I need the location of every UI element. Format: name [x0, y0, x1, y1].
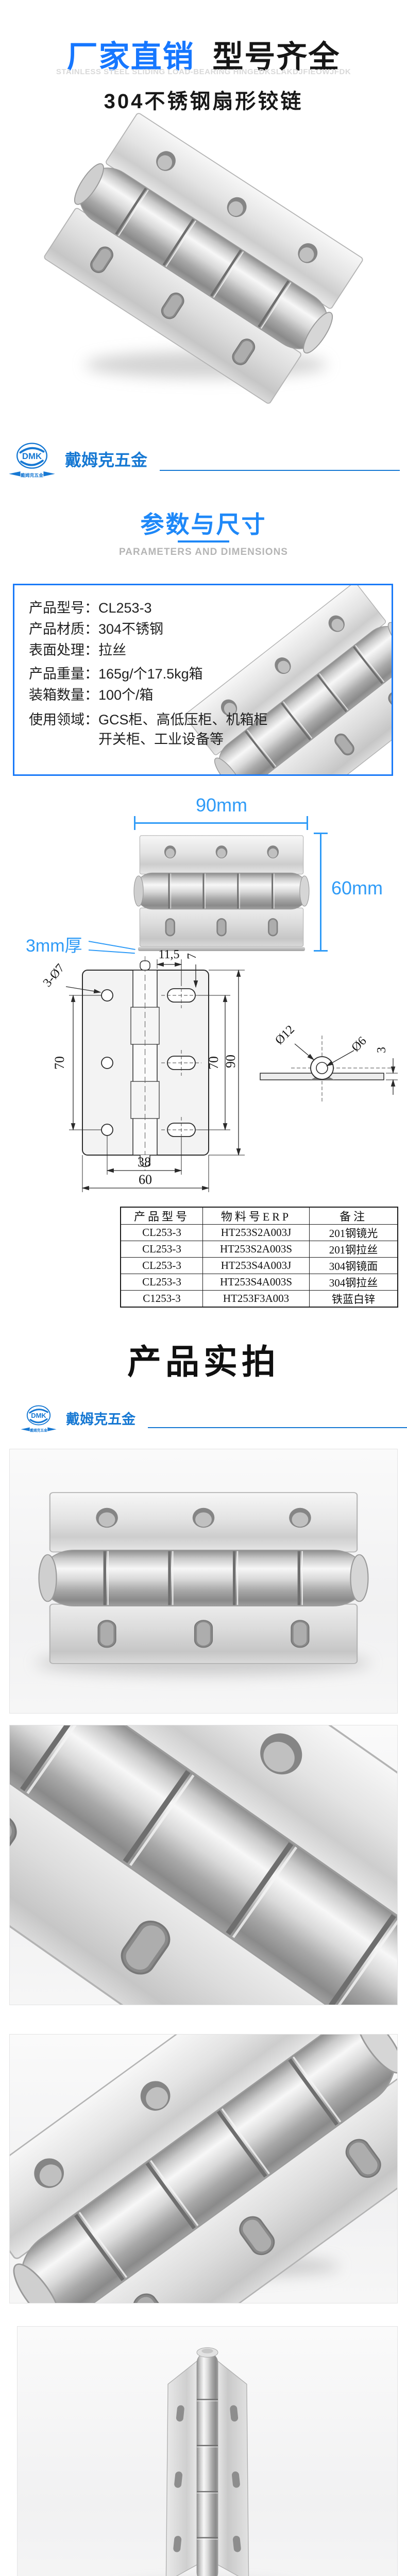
param-applications: 使用领域：GCS柜、高低压柜、机箱柜	[29, 712, 268, 727]
section-heading-parameters: 参数与尺寸	[140, 511, 267, 538]
table-row: C1253-3 HT253F3A003 铁蓝白锌	[120, 1290, 398, 1308]
product-photo-flat	[39, 1488, 368, 1668]
dim-width-line	[135, 822, 308, 824]
dim-right-pitch: 70	[206, 1056, 221, 1070]
product-photo-panel	[9, 2034, 398, 2303]
cell-erp: HT253S2A003J	[202, 1224, 310, 1241]
dim-slot-height: 7	[185, 953, 199, 959]
dmk-logo-icon	[8, 442, 56, 479]
dmk-logo-icon	[20, 1405, 58, 1434]
param-material: 产品材质：304不锈钢	[29, 621, 164, 637]
cell-erp: HT253S2A003S	[202, 1241, 310, 1258]
cell-note: 201钢拉丝	[309, 1241, 398, 1258]
param-applications-cont: 开关柜、工业设备等	[98, 732, 224, 747]
cell-note: 304钢镜面	[309, 1257, 398, 1274]
cell-model: CL253-3	[120, 1257, 203, 1274]
cell-note: 201钢镜光	[309, 1224, 398, 1241]
cell-erp: HT253S4A003S	[202, 1274, 310, 1291]
page-title: 厂家直销 型号齐全	[0, 32, 407, 77]
product-name-title: 304不锈钢扇形铰链	[104, 90, 303, 113]
dim-left-pitch: 70	[52, 1056, 67, 1070]
brand-logo-row: 戴姆克五金	[20, 1399, 407, 1436]
col-note: 备注	[309, 1207, 398, 1225]
dim-height-label: 60mm	[331, 877, 383, 899]
product-photo-folded	[165, 2347, 249, 2576]
parameters-box: 产品型号：CL253-3 产品材质：304不锈钢 表面处理：拉丝 产品重量：16…	[13, 584, 393, 776]
dim-width-label: 90mm	[195, 794, 248, 816]
dim-hole-span: 38	[138, 1155, 151, 1170]
dim-pitch: 11,5	[158, 948, 179, 961]
param-weight: 产品重量：165g/个17.5kg箱	[29, 666, 203, 682]
brand-divider-line	[160, 470, 400, 471]
dimension-lines	[65, 962, 241, 1191]
section-heading-english: PARAMETERS AND DIMENSIONS	[119, 547, 288, 557]
dim-height-line	[320, 834, 321, 952]
product-photo-angled	[9, 2034, 398, 2303]
dim-thickness: 3	[375, 1047, 388, 1053]
brand-name: 戴姆克五金	[66, 1411, 135, 1427]
dim-tick	[314, 950, 328, 952]
title-rest: 型号齐全	[212, 40, 341, 74]
product-photo-panel	[9, 1725, 398, 2005]
brand-name: 戴姆克五金	[65, 451, 148, 469]
brand-logo-row: 戴姆克五金	[7, 439, 400, 479]
section-heading-photos: 产品实拍	[127, 1343, 280, 1381]
cell-erp: HT253S4A003J	[202, 1257, 310, 1274]
cell-model: CL253-3	[120, 1224, 203, 1241]
dim-tick	[314, 833, 328, 834]
title-highlight: 厂家直销	[66, 40, 195, 74]
plate-edge-strip	[138, 947, 305, 951]
table-row: CL253-3 HT253S4A003S 304钢拉丝	[120, 1274, 398, 1291]
dimension-hinge-photo	[133, 835, 310, 947]
table-row: CL253-3 HT253S2A003S 201钢拉丝	[120, 1241, 398, 1258]
col-erp: 物料号ERP	[202, 1207, 310, 1225]
dim-outer-dia: Ø12	[273, 1023, 297, 1047]
subtitle-english: STAINLESS STEEL SLIDING LOAD-BEARING HIN…	[56, 67, 351, 76]
product-photo-closeup	[9, 1725, 398, 2005]
table-row: CL253-3 HT253S4A003J 304钢镜面	[120, 1257, 398, 1274]
cell-model: C1253-3	[120, 1290, 203, 1308]
table-header-row: 产品型号 物料号ERP 备注	[120, 1207, 398, 1225]
table-row: CL253-3 HT253S2A003J 201钢镜光	[120, 1224, 398, 1241]
cell-model: CL253-3	[120, 1274, 203, 1291]
dim-width: 60	[139, 1172, 152, 1187]
product-photo-panel	[9, 1449, 398, 1714]
technical-drawing: 70 70 90 38 60 3-Ø7 11,5 7 Ø12 Ø6 3	[41, 948, 398, 1192]
brand-divider-line	[148, 1427, 407, 1428]
dim-tick	[307, 816, 308, 830]
cell-note: 304钢拉丝	[309, 1274, 398, 1291]
param-packing-qty: 装箱数量：100个/箱	[29, 687, 154, 703]
models-table: 产品型号 物料号ERP 备注 CL253-3 HT253S2A003J 201钢…	[120, 1207, 398, 1308]
cell-erp: HT253F3A003	[202, 1290, 310, 1308]
param-model: 产品型号：CL253-3	[29, 600, 152, 616]
product-photo-panel	[17, 2326, 398, 2576]
col-model: 产品型号	[120, 1207, 203, 1225]
heading-underline-bar	[178, 540, 229, 543]
holes-note: 3-Ø7	[41, 961, 67, 990]
param-finish: 表面处理：拉丝	[29, 642, 126, 658]
cell-note: 铁蓝白锌	[309, 1290, 398, 1308]
dim-thickness-label: 3mm厚	[26, 936, 82, 956]
dim-total-height: 90	[223, 1055, 238, 1068]
dim-tick	[134, 816, 135, 830]
cell-model: CL253-3	[120, 1241, 203, 1258]
